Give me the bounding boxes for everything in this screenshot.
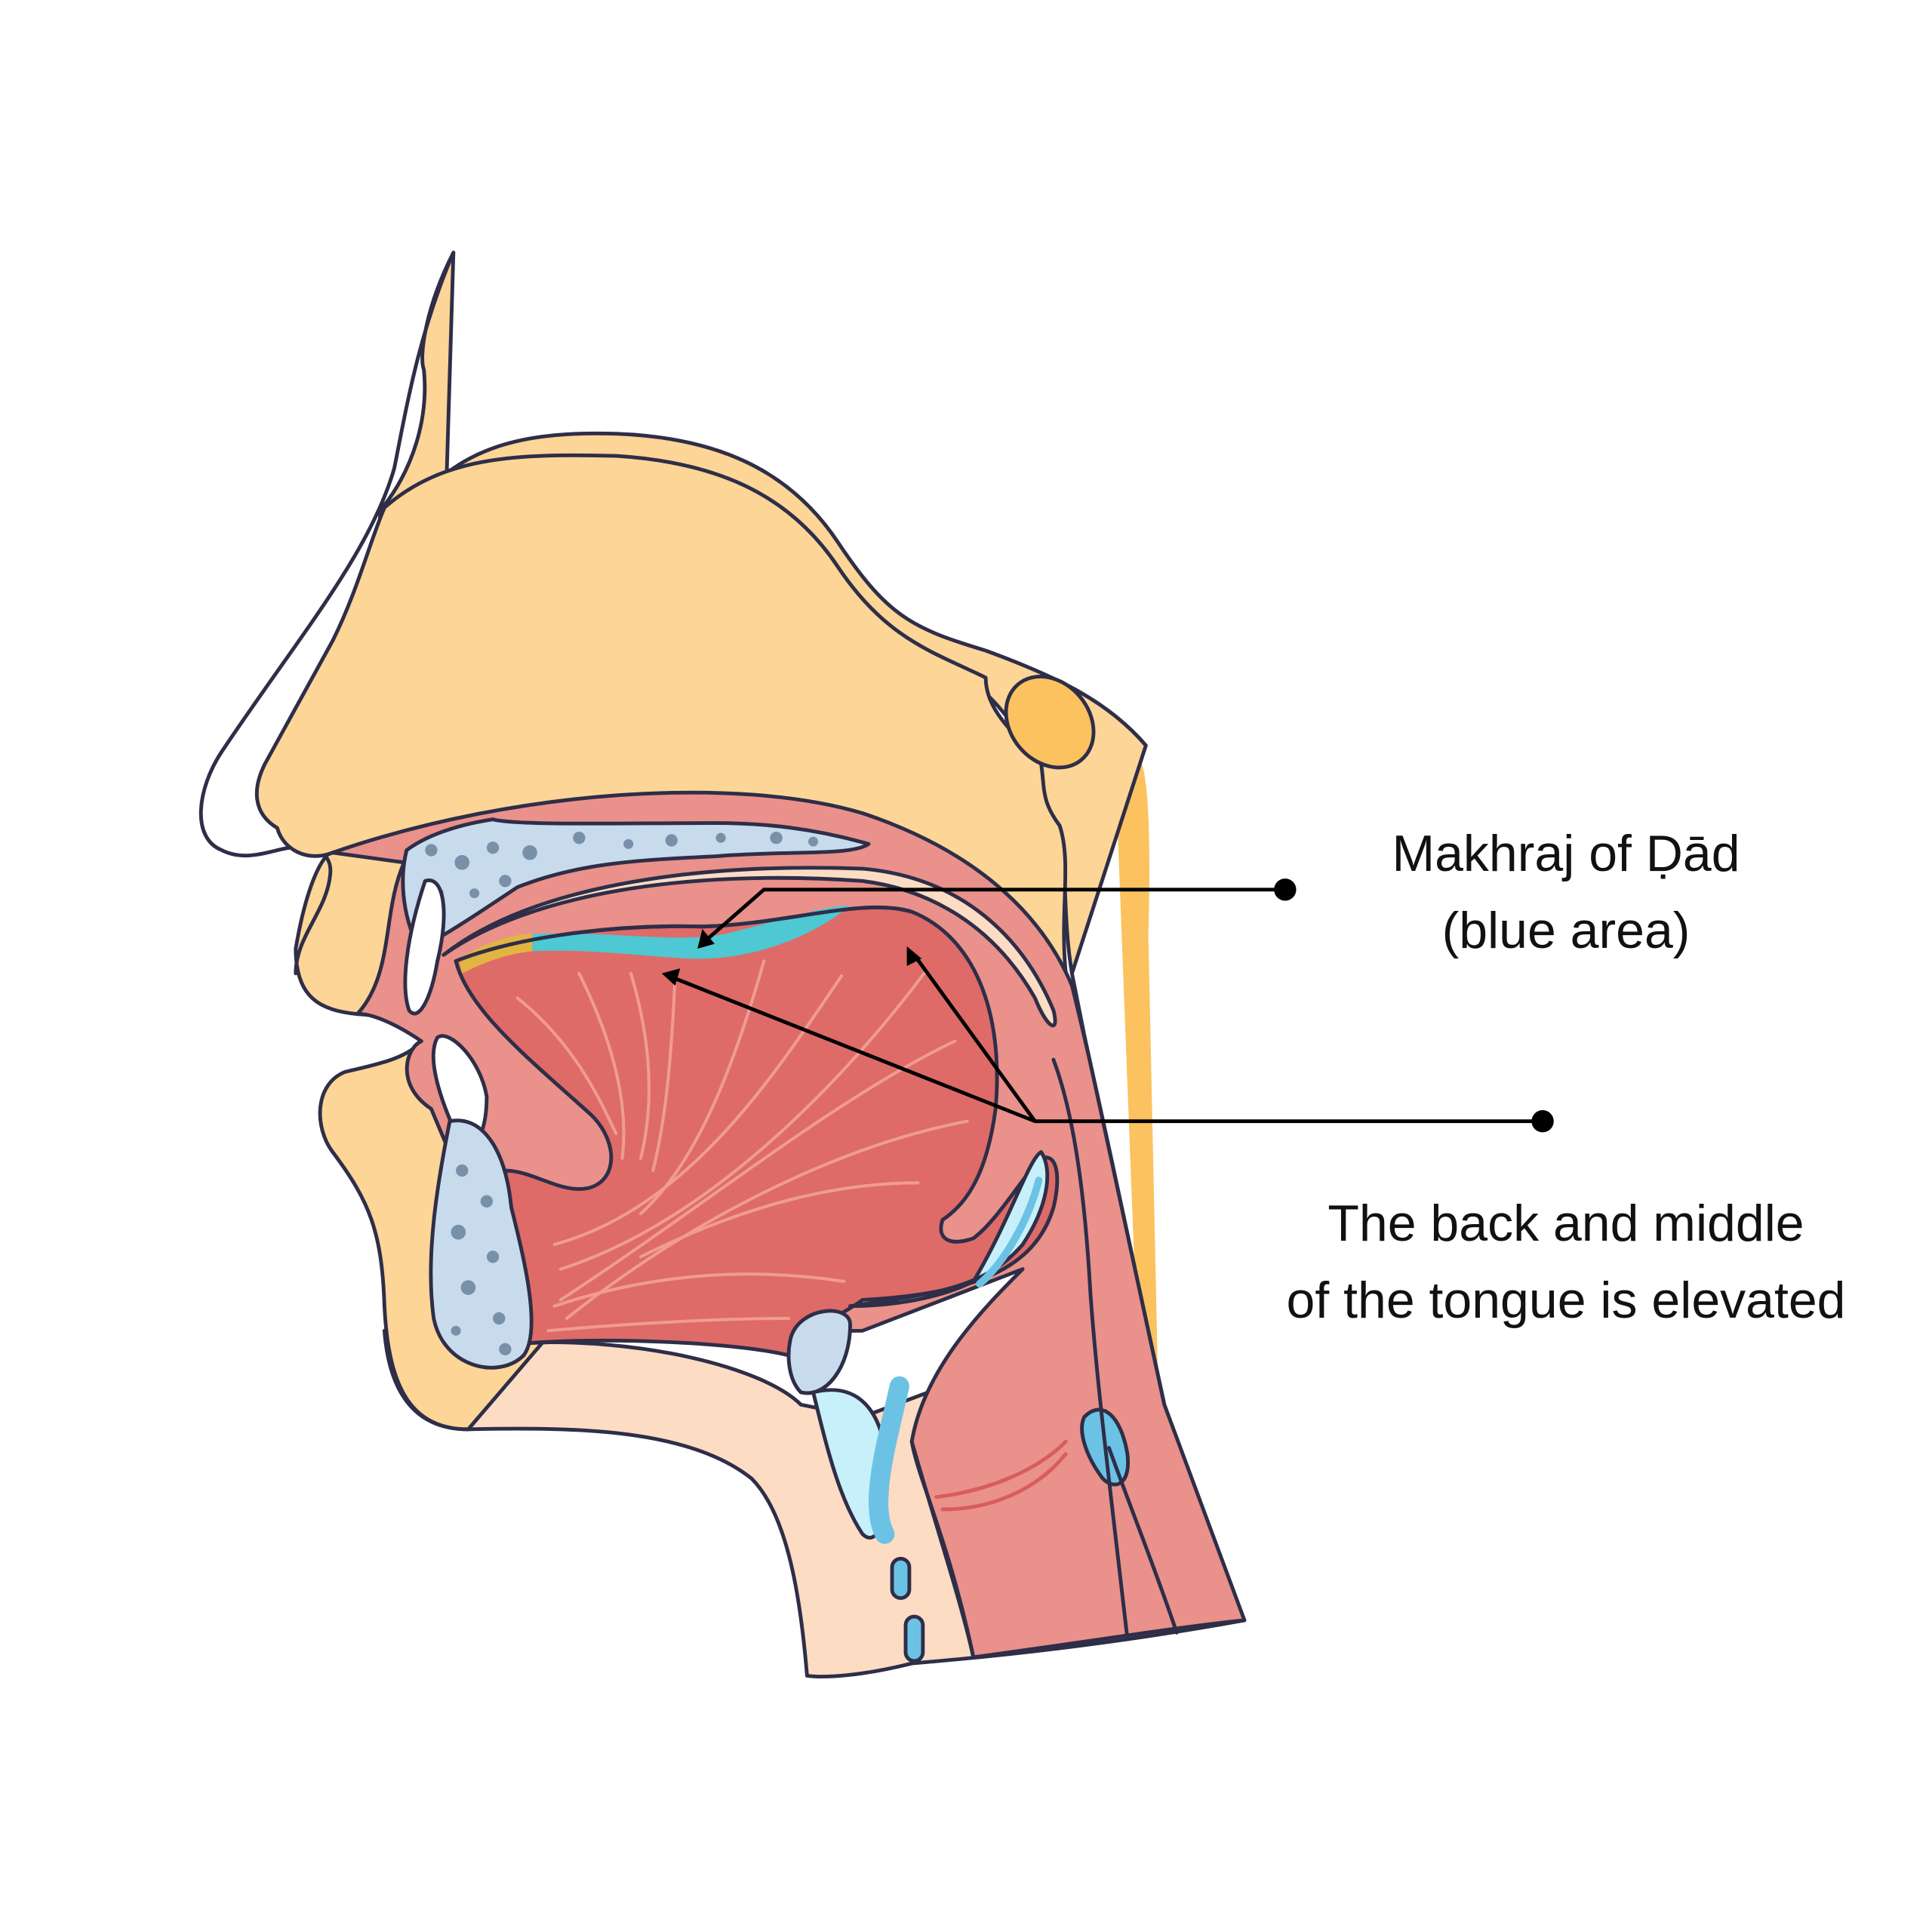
makhraj-label-line2: (blue area) xyxy=(1441,902,1690,959)
annotation-pointers xyxy=(670,888,1543,1124)
makhraj-leader-line xyxy=(703,888,1285,943)
back-of-neck xyxy=(1115,746,1158,1405)
tongue-fibres xyxy=(515,959,969,1333)
tongue-dot xyxy=(1531,1110,1554,1133)
makhraj-dot xyxy=(1274,878,1297,901)
tongue-label-line1: The back and middle xyxy=(1327,1195,1804,1252)
upper-incisor xyxy=(403,878,446,1016)
tongue-label-line2: of the tongue is elevated xyxy=(1286,1272,1846,1329)
soft-palate xyxy=(441,866,1057,1028)
arrowhead xyxy=(906,946,922,966)
arrowhead xyxy=(661,968,681,986)
nose xyxy=(198,251,456,976)
makhraj-label-line1: Makhraj of Ḍād xyxy=(1392,825,1740,882)
arrowhead xyxy=(697,929,715,949)
sinus xyxy=(1004,675,1096,770)
makhraj-label: Makhraj of Ḍād (blue area) xyxy=(1226,815,1906,969)
epiglottis xyxy=(848,1150,1050,1309)
nasal-passage xyxy=(254,453,1068,988)
palate-bone xyxy=(401,817,871,951)
jaw-pores xyxy=(451,1164,512,1355)
tongue-leader-line xyxy=(670,953,1543,1124)
makhraj-blue-area xyxy=(532,906,851,959)
hyoid-bone xyxy=(786,1309,852,1395)
jaw-bone xyxy=(429,1118,534,1370)
tongue-label: The back and middle of the tongue is ele… xyxy=(1226,1185,1906,1339)
